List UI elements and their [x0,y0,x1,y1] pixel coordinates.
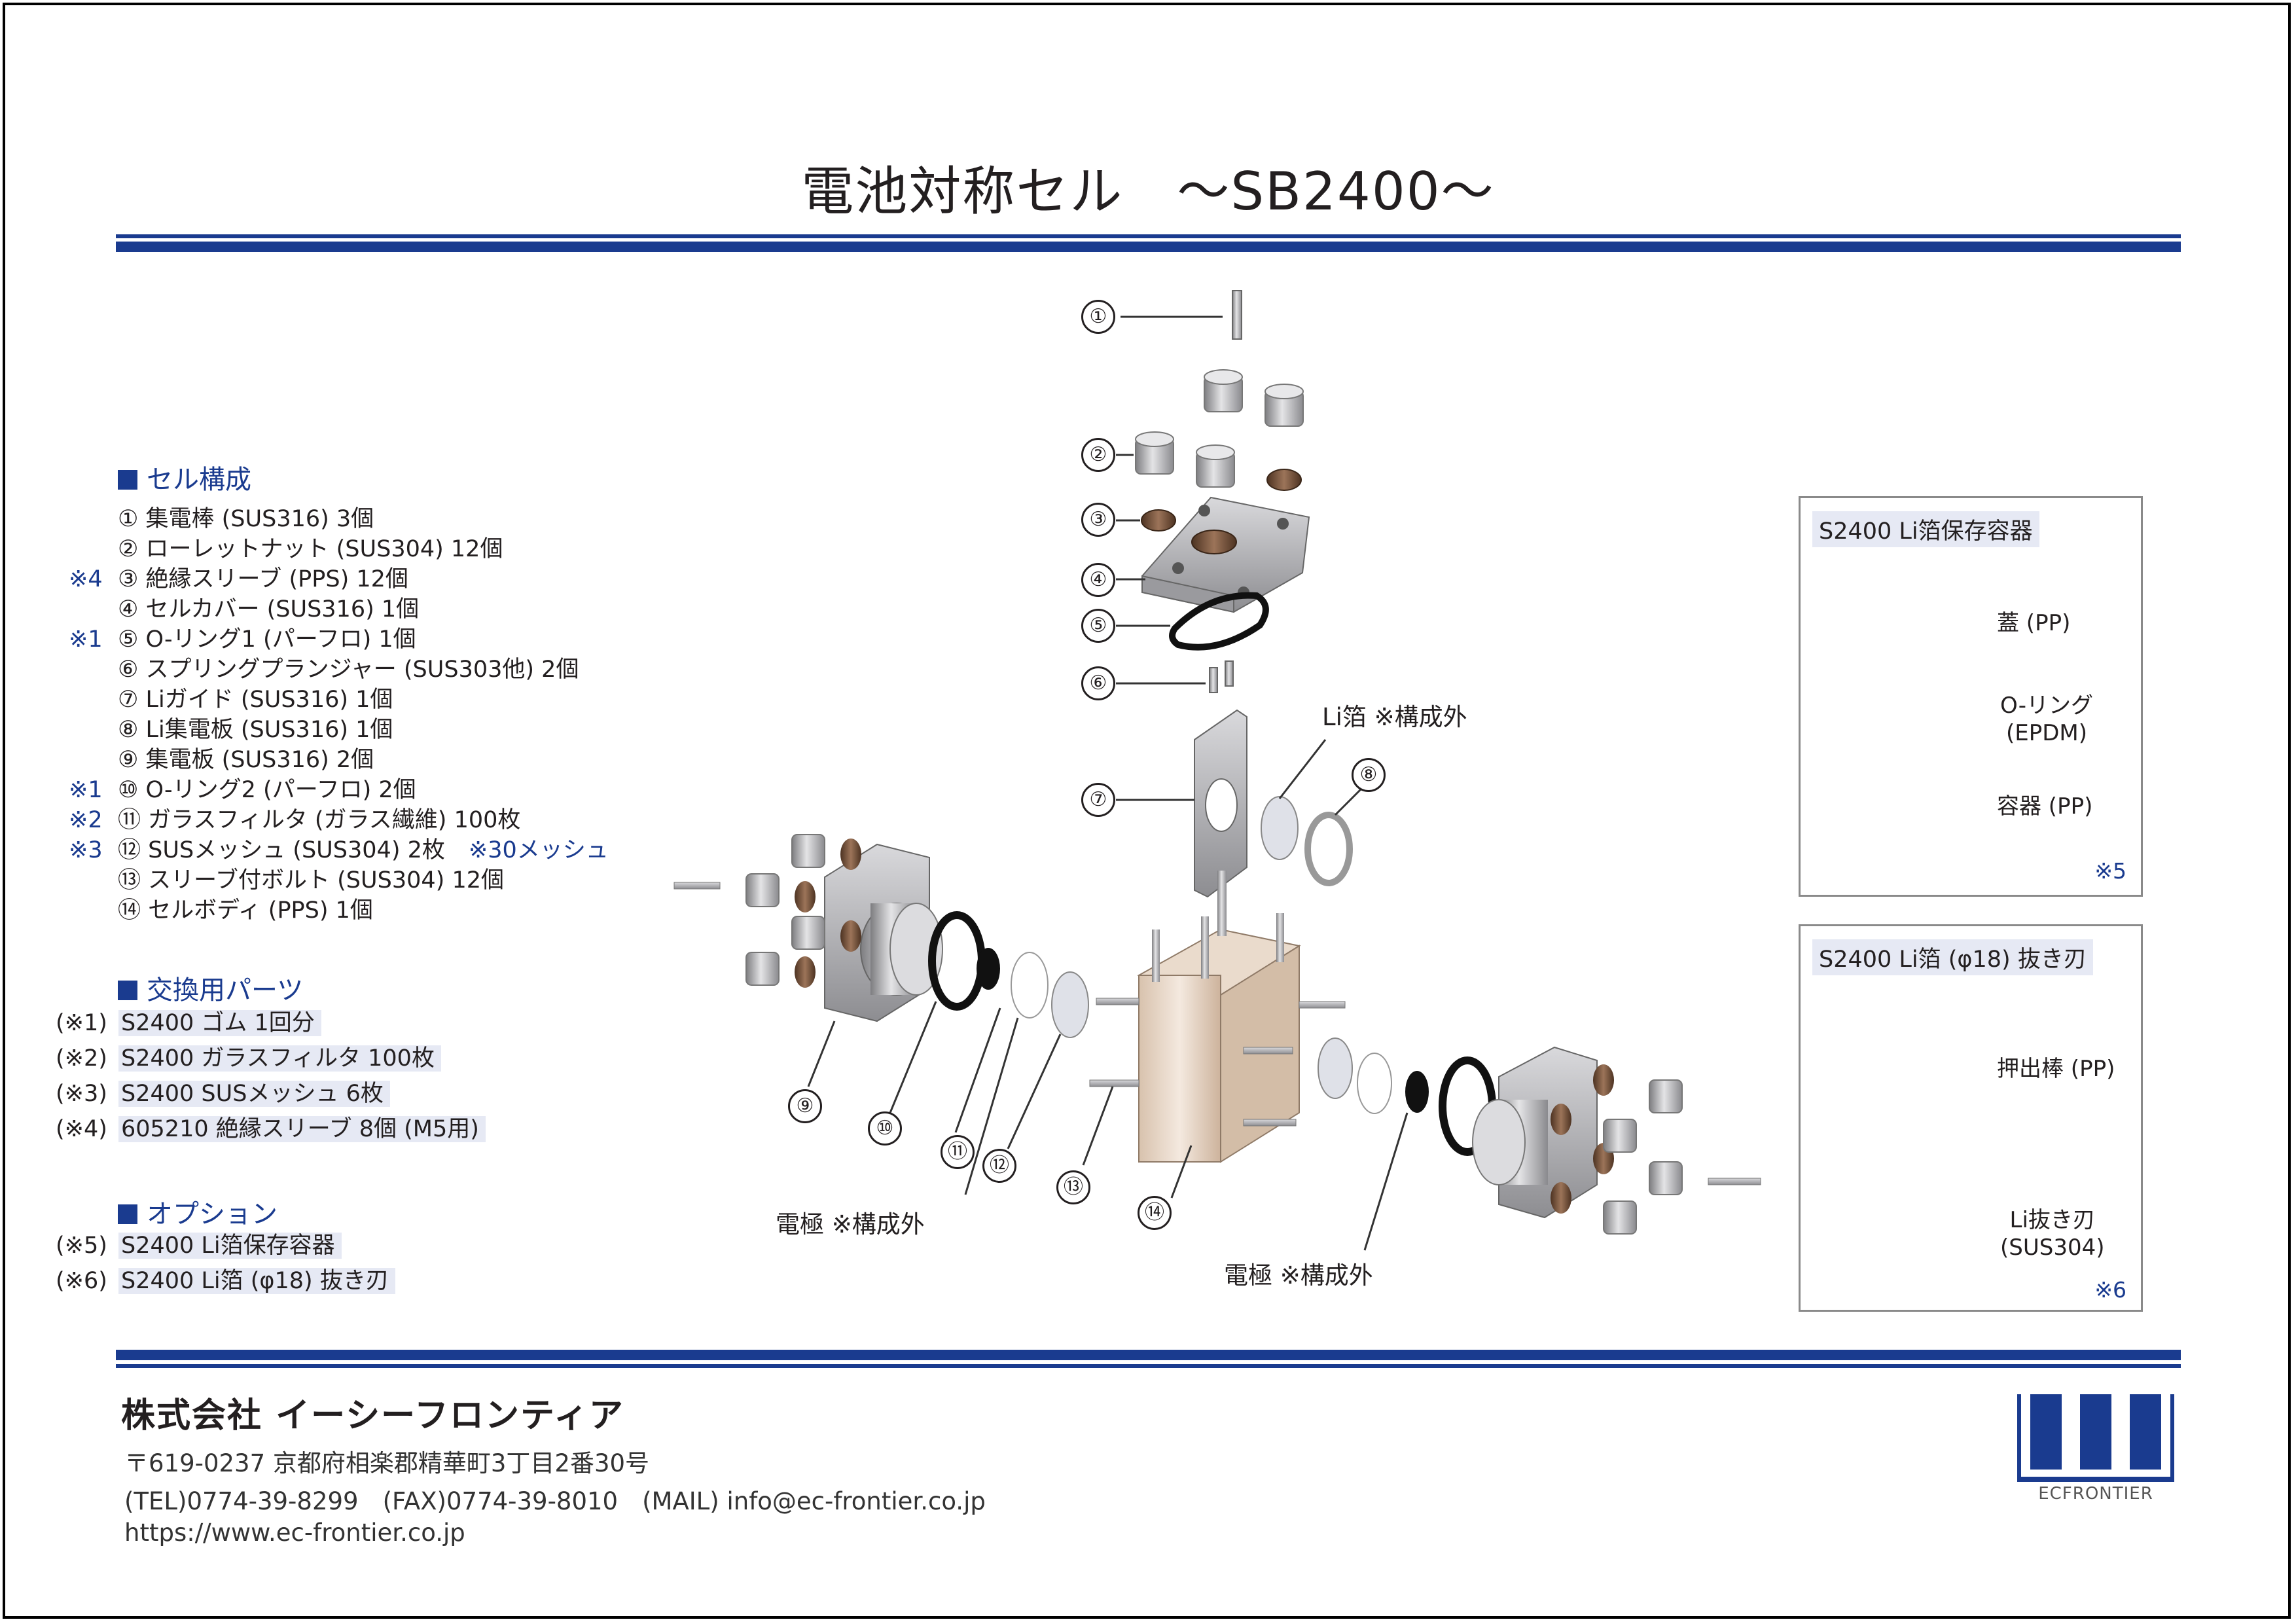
current-collector-rod [1121,290,1242,340]
composition-item-text: ⑦ Liガイド (SUS316) 1個 [118,687,393,713]
composition-item-mark: ※3 [69,837,103,863]
composition-item-text: ③ 絶縁スリーブ (PPS) 12個 [118,566,408,592]
container-label: 容器 (PP) [1997,793,2093,820]
footer-rule-thin [116,1364,2181,1368]
replacement-heading: 交換用パーツ [118,969,303,1007]
electrode-left-label: 電極 ※構成外 [776,1210,925,1238]
blade-label: Li抜き刃(SUS304) [2000,1207,2105,1261]
svg-text:ECFRONTIER: ECFRONTIER [2038,1484,2153,1501]
sleeved-bolts [1082,998,1346,1166]
company-name: 株式会社 イーシーフロンティア [121,1396,624,1435]
electrode-right-label: 電極 ※構成外 [1224,1261,1373,1290]
company-contact: (TEL)0774-39-8299 (FAX)0774-39-8010 (MAI… [124,1487,986,1515]
composition-item-text: ⑧ Li集電板 (SUS316) 1個 [118,717,393,743]
replacement-item: (※2) S2400 ガラスフィルタ 100枚 [56,1041,486,1076]
callout-10: ⑩ [868,1111,902,1146]
callout-5: ⑤ [1081,609,1115,643]
options-heading: オプション [118,1193,278,1231]
left-collector-plate-assembly [673,834,943,1087]
callout-14: ⑭ [1138,1196,1172,1230]
square-bullet-icon [118,981,137,1000]
replacement-item-code: (※2) [56,1045,107,1072]
rod-label: 押出棒 (PP) [1997,1056,2115,1082]
header-rule-thick [116,242,2181,252]
callout-13: ⑬ [1056,1170,1090,1204]
composition-item-mark: ※4 [69,566,103,592]
insulating-sleeves-top [1116,469,1302,532]
composition-item-text: ⑤ O-リング1 (パーフロ) 1個 [118,626,416,653]
composition-item-text: ⑬ スリーブ付ボルト (SUS304) 12個 [118,867,504,893]
punch-box-header: S2400 Li箔 (φ18) 抜き刃 [1812,939,2093,975]
callout-7: ⑦ [1081,783,1115,817]
composition-heading: セル構成 [118,458,251,496]
replacement-item: (※3) S2400 SUSメッシュ 6枚 [56,1076,486,1111]
composition-item-text: ⑪ ガラスフィルタ (ガラス繊維) 100枚 [118,807,521,833]
li-foil-label: Li箔 ※構成外 [1322,703,1467,731]
punch-box: S2400 Li箔 (φ18) 抜き刃 押出棒 (PP) Li抜き刃(SUS30… [1799,924,2143,1312]
replacement-item-code: (※3) [56,1081,107,1107]
replacement-item-code: (※4) [56,1116,107,1142]
lid-label: 蓋 (PP) [1997,610,2071,636]
storage-note: ※5 [2094,858,2126,884]
option-item: (※5) S2400 Li箔保存容器 [56,1228,395,1263]
spring-plungers [1116,660,1234,693]
o-ring-1 [1116,592,1269,651]
option-item: (※6) S2400 Li箔 (φ18) 抜き刃 [56,1263,395,1299]
composition-item-text: ⑨ 集電板 (SUS316) 2個 [118,747,374,773]
ec-frontier-logo: ECFRONTIER [2016,1393,2176,1504]
right-mesh-filter-oring [1318,1038,1496,1251]
callout-12: ⑫ [982,1149,1016,1183]
company-url[interactable]: https://www.ec-frontier.co.jp [124,1519,465,1547]
replacement-item-name: S2400 ガラスフィルタ 100枚 [118,1045,441,1072]
composition-item-note: ※30メッシュ [468,837,609,863]
storage-container-box: S2400 Li箔保存容器 蓋 (PP) O-リング(EPDM) 容器 (PP)… [1799,496,2143,897]
option-item-name: S2400 Li箔保存容器 [118,1233,342,1259]
li-foil-and-collector [1261,739,1366,886]
callout-1: ① [1081,300,1115,334]
composition-item-text: ① 集電棒 (SUS316) 3個 [118,506,374,532]
company-address: 〒619-0237 京都府相楽郡精華町3丁目2番30号 [124,1449,650,1477]
composition-item-text: ⑩ O-リング2 (パーフロ) 2個 [118,777,416,803]
options-list: (※5) S2400 Li箔保存容器 (※6) S2400 Li箔 (φ18) 抜き刃 [56,1228,395,1299]
oring-label: O-リング(EPDM) [2000,693,2093,746]
punch-note: ※6 [2094,1277,2126,1303]
callout-6: ⑥ [1081,666,1115,700]
composition-item-text: ⑥ スプリングプランジャー (SUS303他) 2個 [118,657,579,683]
replacement-item-code: (※1) [56,1010,107,1036]
callout-2: ② [1081,438,1115,472]
page-title: 電池対称セル ～SB2400～ [801,161,1495,222]
knurled-nuts-top [1116,369,1304,488]
replacement-item: (※4) 605210 絶縁スリーブ 8個 (M5用) [56,1111,486,1147]
replacement-item: (※1) S2400 ゴム 1回分 [56,1005,486,1041]
header-rule-thin [116,234,2181,238]
page-frame [3,3,2291,1619]
footer-rule-thick [116,1350,2181,1360]
callout-3: ③ [1081,503,1115,537]
cell-body [1137,871,1301,1199]
replacement-list: (※1)S2400 ゴム 1回分(※2)S2400 ガラスフィルタ 100枚(※… [56,1005,486,1147]
option-item-code: (※5) [56,1233,107,1259]
li-guide [1116,709,1247,898]
composition-item-mark: ※1 [69,626,103,653]
composition-item-mark: ※1 [69,777,103,803]
square-bullet-icon [118,470,137,490]
composition-item-text: ⑭ セルボディ (PPS) 1個 [118,897,373,924]
callout-9: ⑨ [788,1089,822,1123]
composition-item-text: ⑫ SUSメッシュ (SUS304) 2枚※30メッシュ [118,837,609,863]
replacement-item-name: S2400 SUSメッシュ 6枚 [118,1081,390,1107]
option-item-name: S2400 Li箔 (φ18) 抜き刃 [118,1268,395,1294]
replacement-item-name: S2400 ゴム 1回分 [118,1010,321,1036]
composition-item-mark: ※2 [69,807,103,833]
square-bullet-icon [118,1204,137,1224]
callout-4: ④ [1081,563,1115,597]
callout-8: ⑧ [1352,758,1386,792]
storage-box-header: S2400 Li箔保存容器 [1812,511,2039,547]
right-collector-plate-assembly [1472,1046,1761,1235]
composition-item-text: ④ セルカバー (SUS316) 1個 [118,596,420,623]
composition-item-text: ② ローレットナット (SUS304) 12個 [118,536,503,562]
option-item-code: (※6) [56,1268,107,1294]
replacement-item-name: 605210 絶縁スリーブ 8個 (M5用) [118,1116,486,1142]
callout-11: ⑪ [941,1135,975,1169]
left-oring-filter-mesh [889,911,1089,1195]
